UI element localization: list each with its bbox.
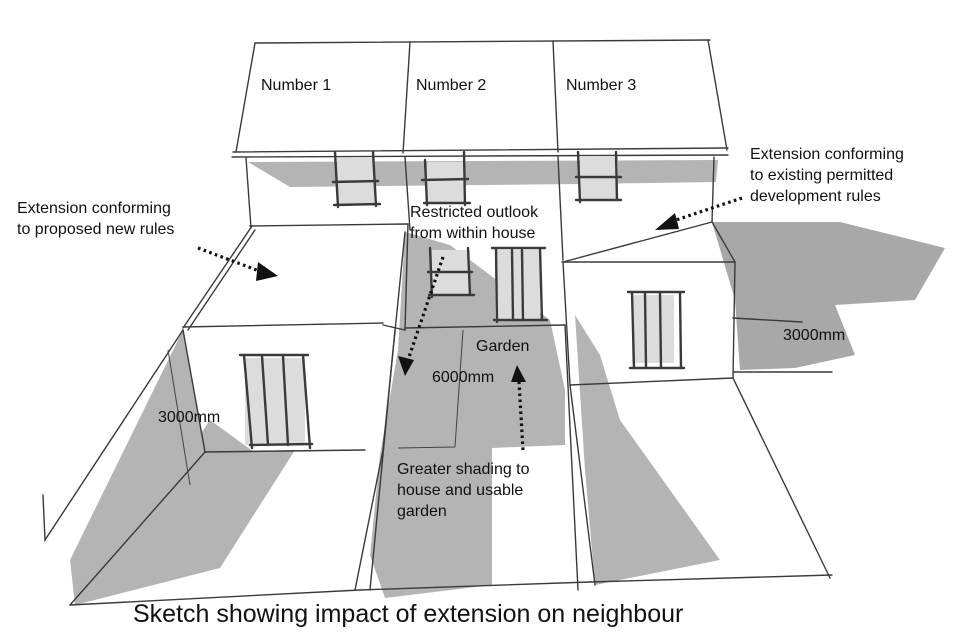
arrow-restricted-outlook (406, 256, 445, 361)
shadows (70, 160, 945, 605)
annotation-existing-rules: Extension conforming to existing permitt… (750, 146, 904, 205)
roof-ridge (254, 39, 711, 44)
arrowhead-existing (655, 213, 679, 230)
right-extension-shadow (712, 222, 945, 370)
house-label-number-1: Number 1 (261, 77, 332, 94)
party-wall-2-3 (557, 156, 564, 261)
figure-caption: Sketch showing impact of extension on ne… (133, 600, 684, 628)
annotation-proposed-rules: Extension conforming to proposed new rul… (17, 200, 175, 238)
terrace-block (231, 39, 729, 261)
dim-line-garden-depth (397, 329, 464, 449)
dim-line-left-height (167, 349, 191, 486)
dimension-left-extension-height: 3000mm (158, 409, 221, 426)
callout-arrows (197, 196, 743, 451)
left-extension-ground-shadow (115, 420, 265, 590)
arrowhead-shading (511, 365, 526, 382)
annotation-restricted-outlook: Restricted outlook from within house (410, 204, 539, 242)
arrowhead-proposed (256, 262, 278, 281)
garden-boundaries (69, 324, 833, 606)
annotation-greater-shading: Greater shading to house and usable gard… (397, 461, 530, 520)
house-label-number-2: Number 2 (416, 77, 487, 94)
wall-top-line (231, 154, 729, 158)
arrow-existing-rules (669, 196, 743, 224)
roof-right-edge (707, 39, 728, 151)
house3-right-wall (711, 156, 715, 223)
party-wall-1-2 (404, 156, 411, 231)
arrowhead-restricted (398, 356, 414, 376)
house2-shadow (370, 232, 565, 598)
annotation-garden: Garden (476, 338, 530, 355)
house1-rear-wall-left (245, 157, 252, 229)
house3-garden-shadow (575, 315, 720, 585)
party-wall-2-3-roof (552, 40, 559, 153)
main-house-wall-shadow (248, 160, 718, 187)
roof-eaves (232, 147, 729, 153)
upper-windows (331, 150, 623, 209)
dimension-right-extension-depth: 3000mm (783, 327, 846, 344)
house2-rear (354, 223, 566, 591)
party-wall-1-2-roof (402, 41, 411, 154)
roof-left-edge (235, 42, 256, 153)
house-label-number-3: Number 3 (566, 77, 637, 94)
left-extension (42, 223, 409, 606)
dimension-garden-depth: 6000mm (432, 369, 495, 386)
